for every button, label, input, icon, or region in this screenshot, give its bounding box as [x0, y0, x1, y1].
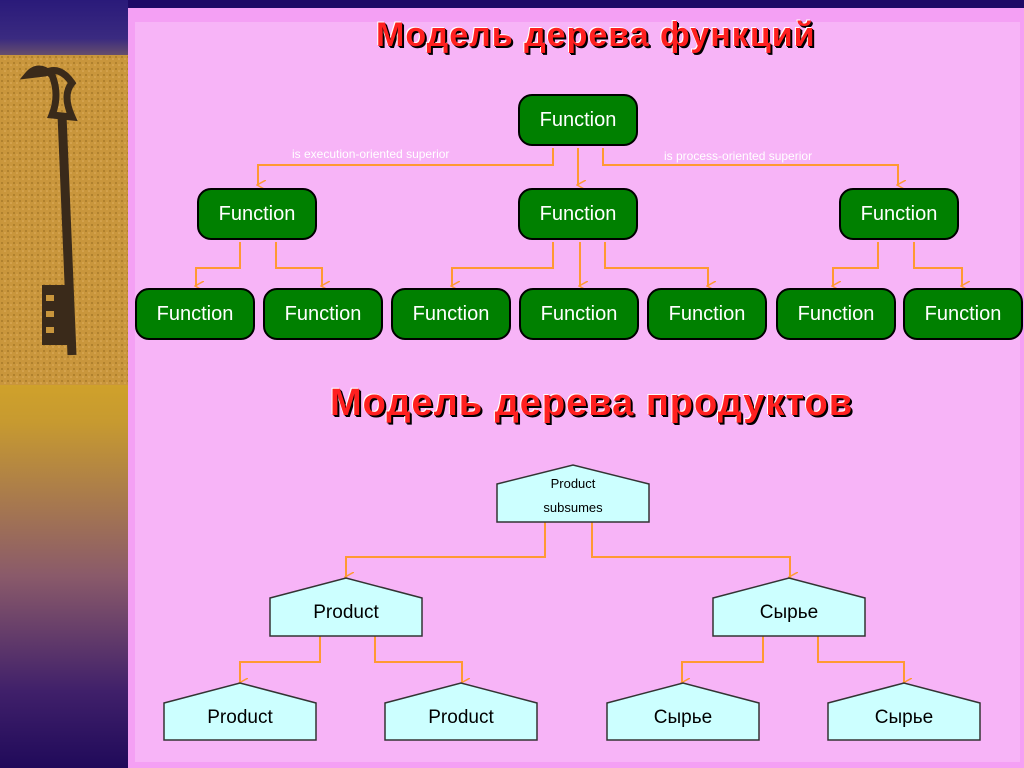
product-node-shape	[606, 682, 760, 741]
product-root-line2: subsumes	[543, 500, 603, 515]
product-node-shape	[384, 682, 538, 741]
function-node-l2-1: Function	[197, 188, 317, 240]
edge-label-execution: is execution-oriented superior	[292, 147, 450, 161]
product-node-l3-4: Сырье	[874, 707, 934, 728]
function-node-l3-5: Function	[647, 288, 767, 340]
function-node-l3-3: Function	[391, 288, 511, 340]
function-node-l3-6: Function	[776, 288, 896, 340]
function-node-l3-4: Function	[519, 288, 639, 340]
function-node-l3-1: Function	[135, 288, 255, 340]
product-node-shape	[712, 577, 866, 637]
product-node-l3-1: Product	[207, 707, 273, 728]
old-key-icon	[0, 55, 128, 385]
product-root-line1: Product	[550, 476, 596, 491]
product-node-shape	[496, 464, 650, 523]
product-node-l2-2: Сырье	[759, 602, 819, 623]
function-tree-title: Модель дерева функций	[376, 16, 816, 54]
function-node-l3-7: Function	[903, 288, 1023, 340]
function-node-l2-3: Function	[839, 188, 959, 240]
product-node-l3-2: Product	[428, 707, 494, 728]
function-node-l3-2: Function	[263, 288, 383, 340]
function-node-l2-2: Function	[518, 188, 638, 240]
product-root-label: Product subsumes	[497, 472, 649, 520]
product-node-shape	[269, 577, 423, 637]
edge-label-process: is process-oriented superior	[664, 149, 813, 163]
function-root-node: Function	[518, 94, 638, 146]
product-tree-title: Модель дерева продуктов	[330, 382, 854, 424]
product-node-l3-3: Сырье	[653, 707, 713, 728]
product-node-shape	[827, 682, 981, 741]
product-node-l2-1: Product	[313, 602, 379, 623]
product-node-shape	[163, 682, 317, 741]
